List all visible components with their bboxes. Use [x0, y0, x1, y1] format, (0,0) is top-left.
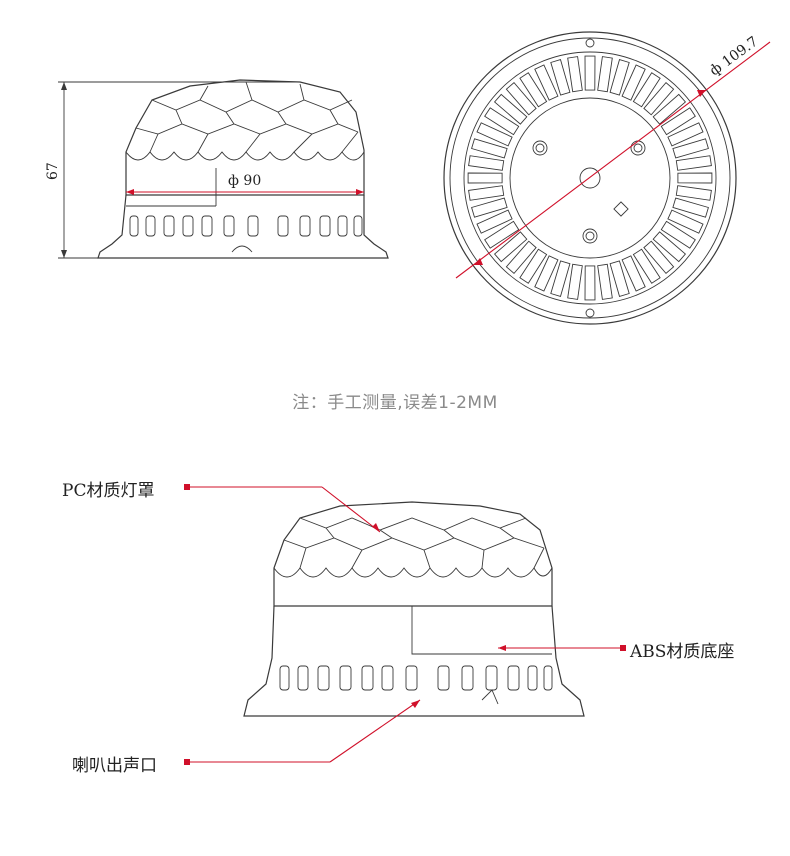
top-diameter-label: ф 109.7 — [707, 34, 761, 80]
fin-slot — [597, 263, 613, 300]
fin-slot — [471, 197, 508, 218]
speaker-port-label: 喇叭出声口 — [72, 756, 157, 776]
fin-slot — [584, 265, 596, 301]
fin-slot — [567, 56, 583, 93]
fin-slot — [677, 172, 713, 184]
fin-slot — [660, 220, 696, 249]
fin-slot — [467, 172, 503, 184]
measurement-note: 注：手工测量,误差1-2MM — [292, 393, 498, 413]
fin-slot — [675, 155, 712, 171]
height-label: 67 — [45, 162, 61, 180]
fin-slot — [621, 64, 646, 101]
fin-slot — [534, 255, 559, 292]
pc-cover-label: PC材质灯罩 — [62, 481, 155, 501]
fin-slot — [519, 72, 548, 108]
bottom-view: ф 109.7 — [443, 31, 771, 325]
fin-slot — [468, 155, 505, 171]
fin-slot — [632, 248, 661, 284]
fin-slot — [609, 59, 630, 96]
fin-slot — [621, 255, 646, 292]
fin-slot — [675, 185, 712, 201]
fin-slot — [632, 72, 661, 108]
fin-slot — [672, 138, 709, 159]
side-view-labeled — [184, 484, 626, 765]
fin-slot — [471, 138, 508, 159]
side-view-dimensioned: ф 90 67 — [45, 79, 389, 259]
fin-slot — [567, 263, 583, 300]
fin-slot — [584, 55, 596, 91]
fin-slot — [476, 209, 513, 234]
fin-slot — [550, 260, 571, 297]
fin-slot — [667, 209, 704, 234]
fin-slot — [534, 64, 559, 101]
fin-slot — [484, 107, 520, 136]
fin-slot — [493, 93, 528, 125]
fin-slot — [672, 197, 709, 218]
fin-slot — [643, 240, 675, 275]
fin-slot — [468, 185, 505, 201]
fin-slot — [597, 56, 613, 93]
fin-slot — [643, 81, 675, 116]
fin-slot — [505, 81, 537, 116]
fin-slot — [493, 231, 528, 263]
fin-slot — [652, 93, 687, 125]
fin-slot — [476, 122, 513, 147]
fin-slot — [550, 59, 571, 96]
fin-slot — [484, 220, 520, 249]
fin-slot — [609, 260, 630, 297]
fin-slot — [660, 107, 696, 136]
fin-slot — [667, 122, 704, 147]
fin-slot — [652, 231, 687, 263]
base-diameter-label: ф 90 — [228, 173, 261, 189]
fin-slot — [519, 248, 548, 284]
abs-base-label: ABS材质底座 — [630, 642, 735, 662]
fin-slot — [505, 240, 537, 275]
